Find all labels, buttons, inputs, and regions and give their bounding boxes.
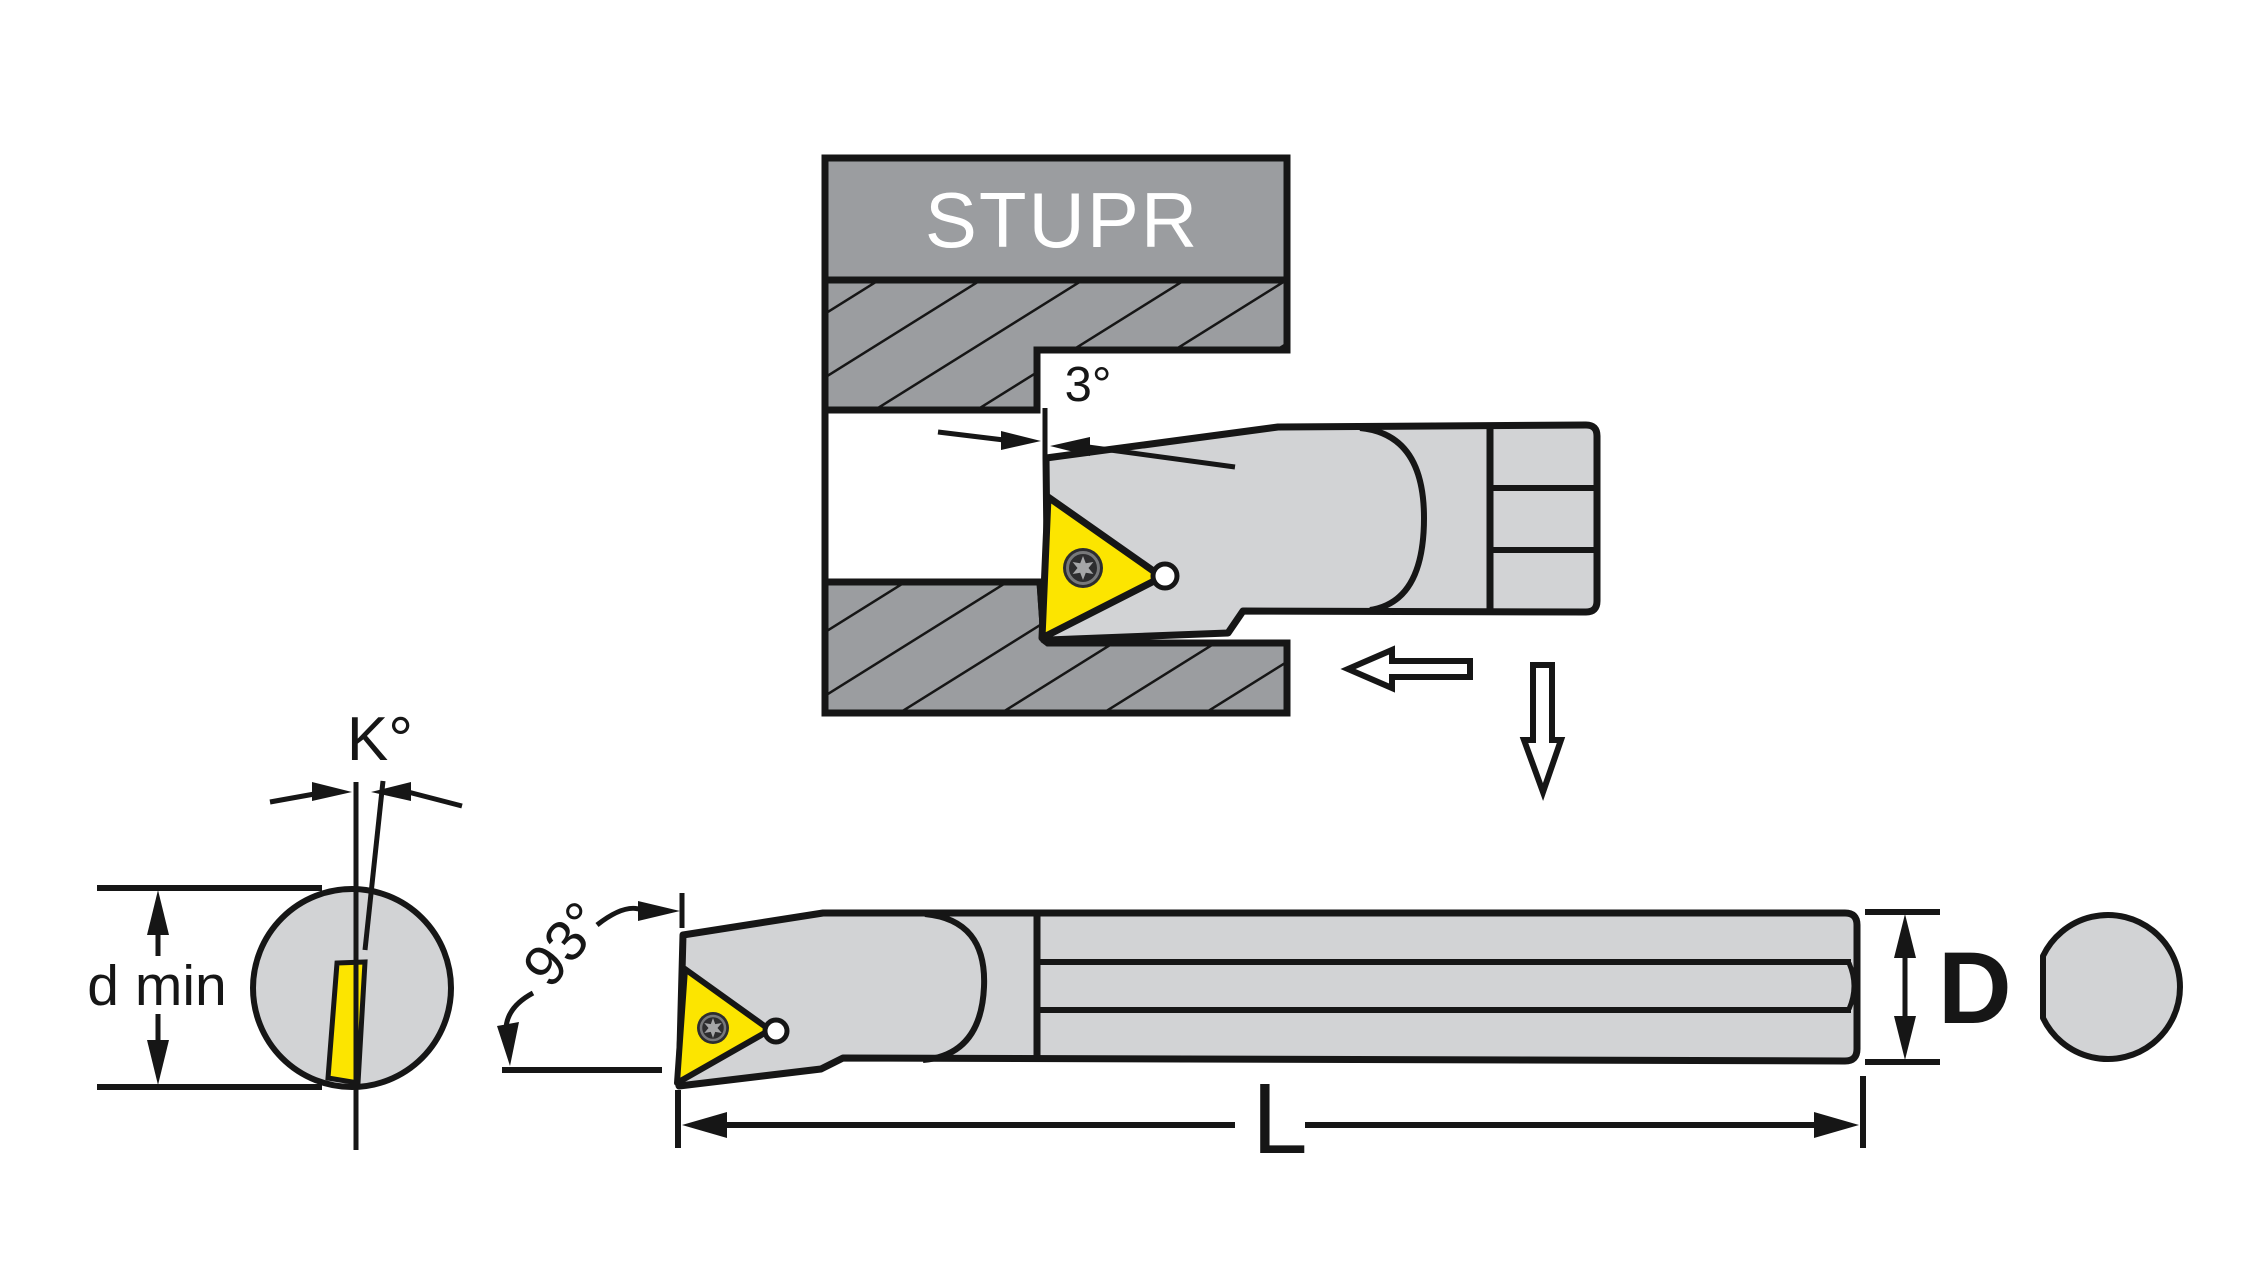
k-left-leader	[269, 790, 321, 805]
length-right-arrowhead	[1814, 1112, 1859, 1138]
insert-notch-icon	[1150, 561, 1180, 591]
machining-section-view: 3°	[821, 154, 1601, 801]
dmin-up-arrowhead	[147, 890, 169, 935]
min-bore-section-view: K° d min	[87, 705, 463, 1150]
min-bore-diameter-label: d min	[87, 954, 226, 1018]
point-angle-label: K°	[347, 705, 413, 774]
length-left-arrowhead	[682, 1112, 727, 1138]
torx-star-icon	[1072, 556, 1094, 580]
k-left-arrowhead	[312, 782, 352, 801]
angle-3-left-arrowhead	[1001, 431, 1041, 450]
shank-end-arc	[1846, 962, 1857, 1010]
angle-93-down-arrowhead	[497, 1022, 519, 1066]
insert-notch-icon-side	[762, 1017, 790, 1045]
angle-3-left-leader	[937, 429, 1005, 443]
bar-neck-arc	[1359, 425, 1428, 613]
entering-angle-label: 93°	[510, 890, 616, 999]
angle-93-upper-leader	[595, 905, 643, 927]
boring-bar-section	[1042, 421, 1601, 644]
insert-section	[325, 959, 368, 1086]
bar-diameter-label: D	[1938, 931, 2012, 1045]
diameter-down-arrowhead	[1894, 1016, 1916, 1060]
infeed-down-arrow	[1519, 662, 1566, 801]
angle-3-right-leader	[1087, 444, 1236, 470]
torx-star-icon-side	[704, 1018, 722, 1038]
feed-direction-left-arrow	[1340, 645, 1473, 693]
k-right-leader	[407, 789, 463, 809]
torx-screw-ring	[1066, 551, 1100, 585]
clearance-angle-label: 3°	[1065, 358, 1112, 412]
diameter-up-arrowhead	[1894, 914, 1916, 958]
shank-end-view-circle	[2040, 912, 2183, 1062]
boring-bar-side-view: 93° L D	[497, 890, 2183, 1175]
k-right-arrowhead	[371, 782, 411, 801]
tool-code-label: STUPR	[925, 176, 1199, 264]
bar-neck-arc-side	[922, 911, 988, 1063]
torx-screw-ring-side	[699, 1014, 727, 1042]
dmin-down-arrowhead	[147, 1040, 169, 1085]
boring-bar-body	[675, 909, 1861, 1090]
k-angle-line	[362, 780, 386, 951]
angle-93-right-arrowhead	[638, 901, 680, 921]
upper-wall-hatching	[821, 276, 1291, 414]
angle-3-right-arrowhead	[1050, 437, 1090, 456]
bar-length-label: L	[1252, 1063, 1308, 1175]
